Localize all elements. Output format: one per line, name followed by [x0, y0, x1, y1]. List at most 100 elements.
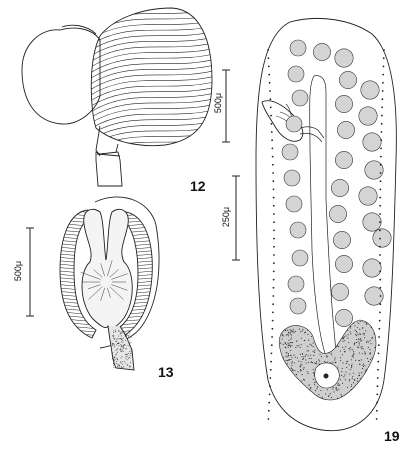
fig19-margin-dot: [382, 73, 385, 76]
fig13-stipple-dot: [113, 363, 115, 365]
fig13-stipple-dot: [115, 354, 117, 356]
fig19-vitellarium-dot: [305, 353, 307, 356]
fig19-vitellarium-dot: [373, 383, 375, 385]
fig19-vitellarium-dot: [293, 354, 295, 356]
fig19-margin-dot: [272, 163, 274, 166]
fig19-vitellarium-dot: [377, 388, 378, 389]
fig19-vitellarium-dot: [348, 380, 350, 382]
fig19-margin-dot: [273, 254, 275, 256]
fig19-vitellarium-dot: [277, 332, 278, 333]
fig19-vitellarium-dot: [374, 377, 376, 380]
fig19-vitellarium-dot: [380, 316, 381, 317]
fig19-vitellarium-dot: [282, 370, 284, 372]
fig19-vitellarium-dot: [298, 328, 300, 330]
fig19-vitellarium-dot: [364, 396, 366, 398]
fig19-vitellarium-dot: [381, 357, 382, 358]
fig19-vitellarium-dot: [307, 355, 309, 357]
fig19-vitellarium-dot: [281, 316, 282, 317]
fig19-follicle: [360, 80, 380, 100]
fig19-margin-dot: [272, 180, 275, 183]
figure-12-drawing: [21, 7, 213, 187]
fig19-vitellarium-dot: [286, 394, 288, 396]
fig19-vitellarium-dot: [356, 378, 359, 380]
fig19-margin-dot: [375, 418, 378, 420]
fig19-vitellarium-dot: [370, 327, 372, 329]
fig13-stipple-dot: [113, 346, 115, 348]
fig19-margin-dot: [379, 221, 381, 224]
fig19-vitellarium-dot: [314, 338, 316, 340]
fig19-vitellarium-dot: [343, 376, 345, 378]
fig19-vitellarium-dot: [318, 340, 320, 343]
fig19-vitellarium-dot: [333, 403, 334, 404]
fig13-stipple-dot: [114, 356, 116, 358]
fig19-vitellarium-dot: [357, 347, 360, 349]
fig12-striation: [91, 68, 212, 92]
fig19-vitellarium-dot: [290, 346, 292, 348]
fig19-vitellarium-dot: [342, 362, 344, 364]
fig19-vitellarium-dot: [291, 375, 294, 377]
fig19-vitellarium-dot: [294, 387, 296, 389]
fig19-vitellarium-dot: [296, 386, 298, 388]
fig19-vitellarium-dot: [303, 356, 305, 358]
fig19-vitellarium-dot: [351, 363, 353, 365]
fig13-stipple-dot: [120, 367, 122, 369]
fig19-vitellarium-dot: [285, 322, 287, 324]
fig19-vitellarium-dot: [353, 342, 355, 344]
fig19-vitellarium-dot: [356, 338, 358, 341]
fig19-vitellarium-dot: [337, 332, 339, 334]
fig19-vitellarium-dot: [276, 391, 277, 392]
fig19-vitellarium-dot: [286, 381, 288, 383]
fig19-vitellarium-dot: [305, 404, 306, 405]
fig19-vitellarium-dot: [301, 374, 303, 376]
fig19-ovary: [314, 362, 340, 389]
fig19-vitellarium-dot: [341, 367, 343, 369]
fig19-margin-dot: [271, 155, 274, 158]
fig19-vitellarium-dot: [375, 318, 376, 319]
fig19-vitellarium-dot: [319, 353, 321, 356]
fig19-vitellarium-dot: [379, 378, 380, 379]
fig19-vitellarium-dot: [293, 387, 295, 389]
fig19-vitellarium-dot: [290, 349, 292, 352]
fig19-vitellarium-dot: [279, 358, 280, 360]
fig19-vitellarium-dot: [369, 358, 371, 361]
fig19-vitellarium-dot: [305, 362, 307, 364]
fig19-vitellarium-dot: [279, 381, 280, 383]
fig19-margin-dot: [379, 254, 381, 256]
fig19-vitellarium-dot: [369, 366, 371, 368]
fig19-margin-dot: [272, 188, 275, 191]
fig19-vitellarium-dot: [323, 330, 325, 333]
fig19-vitellarium-dot: [303, 399, 305, 400]
fig19-vitellarium-dot: [289, 317, 290, 318]
fig19-vitellarium-dot: [354, 390, 356, 393]
fig19-vitellarium-dot: [353, 320, 355, 322]
fig19-vitellarium-dot: [310, 335, 312, 338]
fig19-vitellarium-dot: [341, 398, 343, 400]
fig13-stipple-dot: [122, 363, 124, 365]
fig19-margin-dot: [379, 278, 382, 281]
fig13-stipple-dot: [116, 338, 118, 340]
fig19-vitellarium-dot: [301, 393, 303, 395]
fig13-stipple-dot: [116, 358, 118, 360]
fig19-vitellarium-dot: [361, 384, 363, 387]
fig19-follicle: [358, 186, 378, 206]
fig12-left-lobe: [21, 27, 101, 125]
fig13-stipple-dot: [129, 355, 131, 357]
fig13-stipple-dot: [112, 342, 114, 344]
fig13-stipple-dot: [115, 349, 117, 351]
fig19-vitellarium-dot: [338, 327, 340, 329]
fig19-vitellarium-dot: [312, 324, 314, 326]
fig19-vitellarium-dot: [382, 329, 383, 330]
fig13-stipple-dot: [121, 331, 123, 333]
fig19-vitellarium-dot: [359, 398, 361, 400]
fig19-vitellarium-dot: [382, 330, 383, 331]
fig19-vitellarium-dot: [328, 316, 329, 317]
fig19-vitellarium-dot: [280, 386, 282, 388]
fig19-vitellarium-dot: [306, 392, 308, 394]
fig19-margin-dot: [379, 237, 381, 240]
fig19-vitellarium-dot: [321, 396, 324, 398]
fig19-vitellarium-dot: [289, 377, 291, 379]
fig19-vitellarium-dot: [305, 401, 306, 402]
fig13-stipple-dot: [128, 357, 129, 359]
fig19-vitellarium-dot: [367, 318, 368, 319]
fig19-vitellarium-dot: [380, 330, 381, 331]
